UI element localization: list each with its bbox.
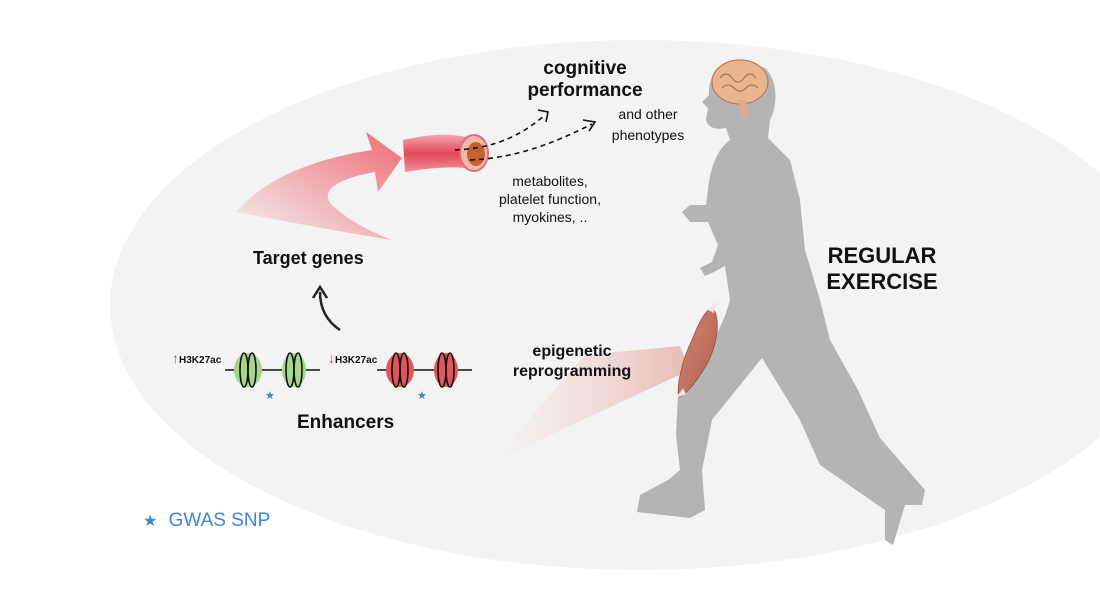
h3k27ac-down-text: H3K27ac xyxy=(335,355,378,366)
h3k27ac-down-label: ↓H3K27ac xyxy=(328,350,377,366)
runner-silhouette xyxy=(637,60,925,545)
mediators-line-2: platelet function, xyxy=(499,191,601,207)
snp-star-icon-2: ★ xyxy=(417,390,427,402)
up-arrow-icon: ↑ xyxy=(172,350,179,366)
enhancers-to-genes-arrow xyxy=(318,291,341,332)
other-phenotypes-label: and other phenotypes xyxy=(603,104,693,146)
regular-line: REGULAR xyxy=(827,243,937,268)
dashed-arrows xyxy=(454,114,593,161)
brain-icon xyxy=(711,59,769,118)
dashed-arrow-heads xyxy=(537,109,597,132)
target-genes-label: Target genes xyxy=(253,248,364,268)
target-to-vessel-arrow xyxy=(236,132,402,240)
exercise-line: EXERCISE xyxy=(826,269,938,294)
blood-vessel-icon xyxy=(403,134,489,172)
reprogramming-line: reprogramming xyxy=(512,363,632,380)
h3k27ac-up-label: ↑H3K27ac xyxy=(172,350,221,366)
enhancer-up xyxy=(225,352,320,388)
muscle-icon xyxy=(676,300,718,398)
cognitive-performance-label: cognitive performance xyxy=(505,58,665,102)
mediators-line-3: myokines, .. xyxy=(512,209,588,225)
epigenetic-line: epigenetic xyxy=(532,343,612,360)
performance-line: performance xyxy=(527,80,643,101)
h3k27ac-up-text: H3K27ac xyxy=(179,355,222,366)
other-phenotypes-line-2: phenotypes xyxy=(611,127,685,143)
enhancers-label: Enhancers xyxy=(297,412,395,433)
legend-label: GWAS SNP xyxy=(168,510,271,531)
legend-star-icon: ★ xyxy=(143,513,158,530)
regular-exercise-label: REGULAR EXERCISE xyxy=(812,243,952,295)
epigenetic-reprogramming-label: epigenetic reprogramming xyxy=(512,342,632,382)
legend-gwas-snp: ★ GWAS SNP xyxy=(143,510,270,532)
other-phenotypes-line-1: and other xyxy=(618,106,678,122)
mediators-label: metabolites, platelet function, myokines… xyxy=(475,172,625,226)
cognitive-line: cognitive xyxy=(543,58,627,79)
mediators-line-1: metabolites, xyxy=(512,173,588,189)
down-arrow-icon: ↓ xyxy=(328,350,335,366)
epigenetic-cone xyxy=(492,346,690,462)
snp-star-icon-1: ★ xyxy=(265,390,275,402)
enhancer-down xyxy=(377,352,472,388)
